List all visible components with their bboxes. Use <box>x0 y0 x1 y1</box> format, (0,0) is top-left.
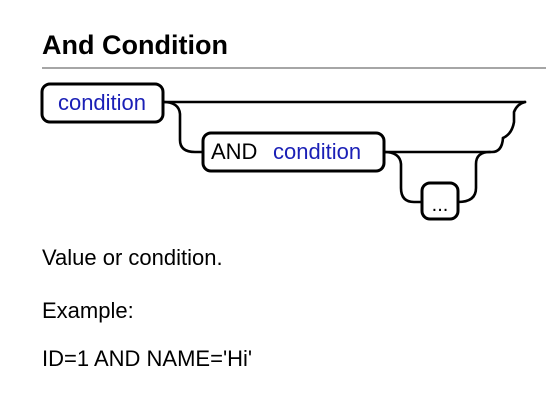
repeat-ellipsis: ... <box>432 194 449 216</box>
loop-right-curve <box>456 150 492 204</box>
condition-node[interactable]: condition <box>40 82 165 124</box>
example-label: Example: <box>42 298 134 323</box>
loop-left-curve <box>382 150 424 204</box>
branch-right-curve <box>382 136 505 154</box>
page-title: And Condition <box>42 30 228 60</box>
description-text: Value or condition. <box>42 245 223 270</box>
and-condition-link[interactable]: condition <box>273 139 361 164</box>
railroad-diagram: condition AND condition ... <box>40 82 527 221</box>
condition-link[interactable]: condition <box>58 90 146 115</box>
and-keyword: AND <box>211 139 257 164</box>
branch-left-curve <box>161 100 205 154</box>
example-code: ID=1 AND NAME='Hi' <box>42 346 253 371</box>
repeat-node: ... <box>420 181 460 221</box>
and-condition-node[interactable]: AND condition <box>201 131 386 173</box>
track-end-curve <box>501 100 527 140</box>
heading-divider <box>42 67 546 69</box>
